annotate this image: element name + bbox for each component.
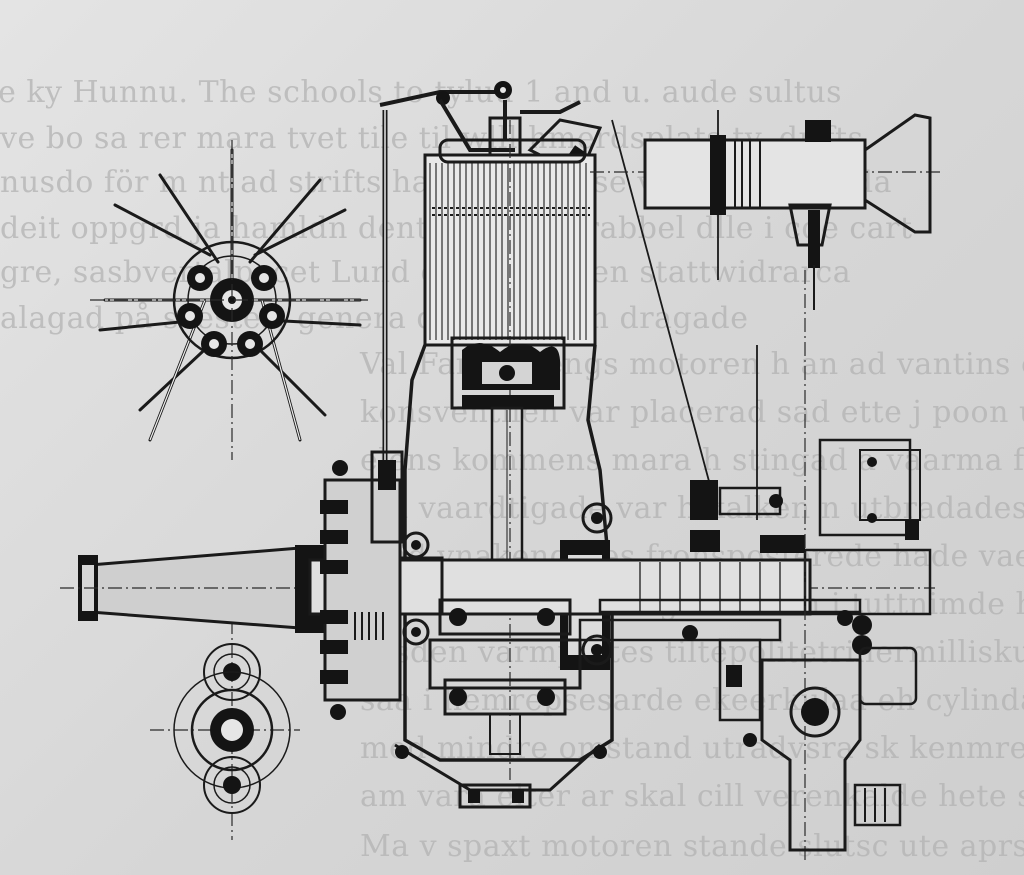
oil-pump (690, 345, 921, 540)
pump-body (718, 270, 918, 860)
magneto-housing (320, 450, 404, 720)
valve-gear-linkage (379, 81, 711, 486)
gear-train-view (150, 620, 300, 840)
bleed-line-13: sesden varmpettes tiltepolitetrillermill… (360, 635, 1024, 670)
bleed-line-17: Ma v spaxt motoren stande slutsc ute apr… (360, 829, 1024, 864)
intake-carburettor (590, 110, 940, 310)
piston (450, 336, 566, 410)
radial-fan-view (90, 140, 370, 460)
cylinder-finned (423, 120, 597, 780)
bleed-line-1: ade ky Hunnu. The schools to tyluu 1 and… (0, 75, 843, 110)
crankshaft (308, 530, 932, 755)
bleed-line-14: saa i hemrepsesarde ekeerkulaa eh cylind… (360, 683, 1024, 718)
